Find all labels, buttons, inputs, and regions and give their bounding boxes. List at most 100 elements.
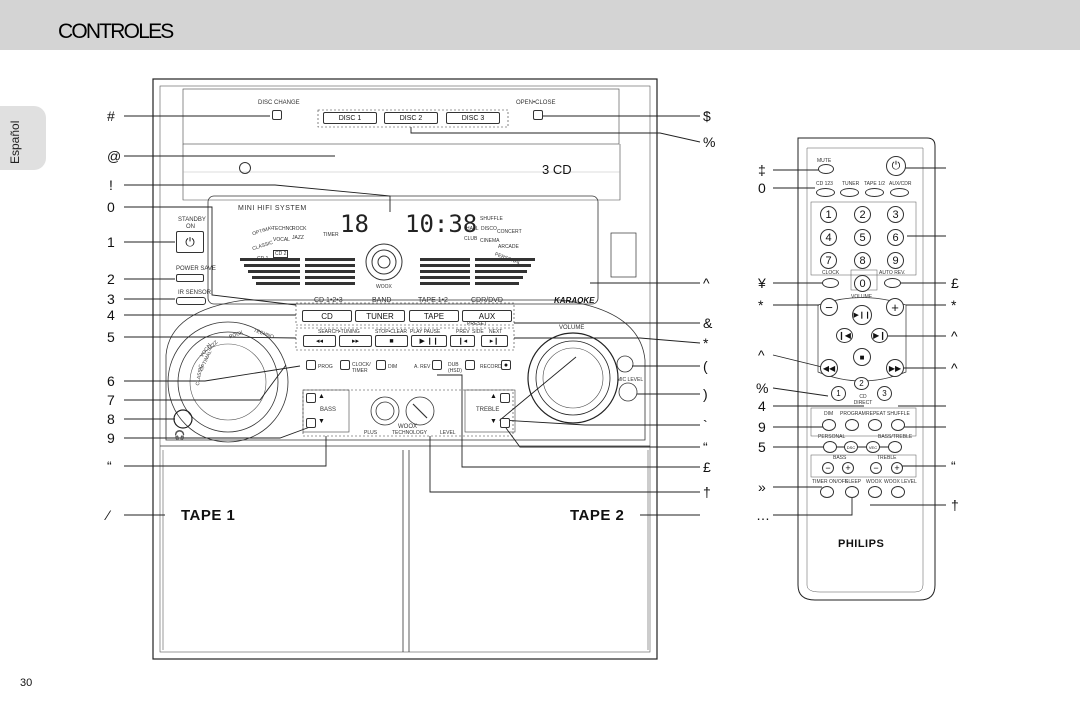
stop-icon: ■ bbox=[859, 352, 865, 362]
headphone-jack[interactable] bbox=[174, 410, 192, 428]
bass-up-button[interactable] bbox=[306, 393, 316, 403]
remote-digit-2[interactable]: 2 bbox=[854, 206, 871, 223]
remote-cd-3[interactable]: 3 bbox=[877, 386, 892, 401]
treble-up-button[interactable] bbox=[500, 393, 510, 403]
prev-button[interactable]: ❙◂ bbox=[450, 335, 475, 347]
aux-source-button[interactable]: AUX bbox=[462, 310, 512, 322]
remote-digit-7[interactable]: 7 bbox=[820, 252, 837, 269]
remote-mute-button[interactable] bbox=[818, 164, 834, 174]
remote-digit-6[interactable]: 6 bbox=[887, 229, 904, 246]
volume-label: VOLUME bbox=[559, 325, 585, 331]
callout-8: 8 bbox=[107, 411, 115, 427]
remote-repeat-button[interactable] bbox=[868, 419, 882, 431]
philips-logo: PHILIPS bbox=[838, 538, 885, 550]
remote-callout-percent: % bbox=[756, 380, 769, 396]
remote-sleep-button[interactable] bbox=[845, 486, 859, 498]
remote-digit-1[interactable]: 1 bbox=[820, 206, 837, 223]
remote-digit-4[interactable]: 4 bbox=[820, 229, 837, 246]
remote-aux-button[interactable] bbox=[890, 188, 909, 197]
next-button[interactable]: ▸❙ bbox=[481, 335, 508, 347]
mic-level-label: MIC LEVEL bbox=[617, 377, 644, 383]
remote-tuner-button[interactable] bbox=[840, 188, 859, 197]
disc1-button[interactable]: DISC 1 bbox=[323, 112, 377, 124]
remote-volume-down[interactable]: − bbox=[820, 298, 838, 316]
clock-timer-button[interactable] bbox=[340, 360, 350, 370]
remote-personal-button[interactable] bbox=[823, 441, 837, 453]
woox-label: WOOX bbox=[398, 424, 417, 430]
remote-bass-up[interactable]: + bbox=[842, 462, 854, 474]
remote-bass-label: BASS bbox=[833, 455, 847, 461]
remote-next[interactable]: ▶❙ bbox=[871, 328, 888, 343]
remote-clock-button[interactable] bbox=[822, 278, 839, 288]
stop-button[interactable]: ■ bbox=[375, 335, 408, 347]
remote-treble-down[interactable]: − bbox=[870, 462, 882, 474]
remote-woox-level-button[interactable] bbox=[891, 486, 905, 498]
fast-forward-button[interactable]: ▸▸ bbox=[339, 335, 372, 347]
dsc-jog-dial[interactable] bbox=[188, 342, 268, 422]
power-save-label: POWER SAVE bbox=[176, 266, 216, 272]
standby-on-button[interactable]: ⏻ bbox=[176, 231, 204, 253]
remote-standby-button[interactable]: ⏻ bbox=[886, 156, 906, 176]
a-rev-button[interactable] bbox=[432, 360, 442, 370]
disc3-button[interactable]: DISC 3 bbox=[446, 112, 500, 124]
remote-treble-up[interactable]: + bbox=[891, 462, 903, 474]
remote-timer-label: TIMER ON/OFF bbox=[812, 479, 848, 485]
remote-digit-0[interactable]: 0 bbox=[854, 275, 871, 292]
remote-rewind[interactable]: ◀◀ bbox=[820, 359, 838, 377]
remote-fast-forward[interactable]: ▶▶ bbox=[886, 359, 904, 377]
remote-digit-5[interactable]: 5 bbox=[854, 229, 871, 246]
cd-disc-icon bbox=[239, 162, 251, 174]
remote-stop[interactable]: ■ bbox=[853, 348, 871, 366]
mic-level-knob[interactable] bbox=[619, 385, 637, 403]
remote-digit-3[interactable]: 3 bbox=[887, 206, 904, 223]
remote-play-pause[interactable]: ▶❙❙ bbox=[852, 305, 872, 325]
remote-callout-raquo: » bbox=[758, 479, 766, 495]
power-save-button[interactable] bbox=[176, 274, 204, 282]
volume-knob[interactable] bbox=[555, 360, 591, 396]
remote-timer-button[interactable] bbox=[820, 486, 834, 498]
cd-source-button[interactable]: CD bbox=[302, 310, 352, 322]
open-close-button[interactable] bbox=[533, 110, 543, 120]
tape-source-button[interactable]: TAPE bbox=[409, 310, 459, 322]
remote-vec-button[interactable]: VEC bbox=[866, 441, 880, 453]
tape1-deck[interactable] bbox=[166, 452, 402, 648]
bass-up-icon: ▲ bbox=[318, 393, 325, 400]
tape2-deck[interactable] bbox=[411, 452, 647, 648]
record-button[interactable]: ● bbox=[501, 360, 511, 370]
woox-knob[interactable] bbox=[371, 397, 399, 425]
remote-dim-button[interactable] bbox=[822, 419, 836, 431]
mini-hifi-label: MINI HIFI SYSTEM bbox=[238, 205, 307, 212]
remote-digit-8[interactable]: 8 bbox=[854, 252, 871, 269]
remote-shuffle-label: SHUFFLE bbox=[887, 411, 910, 417]
remote-cd-1[interactable]: 1 bbox=[831, 386, 846, 401]
disc-change-button[interactable] bbox=[272, 110, 282, 120]
remote-cd-button[interactable] bbox=[816, 188, 835, 197]
disc2-button[interactable]: DISC 2 bbox=[384, 112, 438, 124]
remote-prev[interactable]: ❙◀ bbox=[836, 328, 853, 343]
bass-down-button[interactable] bbox=[306, 418, 316, 428]
dim-button[interactable] bbox=[376, 360, 386, 370]
remote-volume-up[interactable]: + bbox=[886, 298, 904, 316]
mic-jack[interactable] bbox=[617, 356, 633, 372]
rewind-button[interactable]: ◂◂ bbox=[303, 335, 336, 347]
play-pause-button[interactable]: ▶ ❙❙ bbox=[411, 335, 447, 347]
treble-down-button[interactable] bbox=[500, 418, 510, 428]
remote-bass-treble-button[interactable] bbox=[888, 441, 902, 453]
remote-shuffle-button[interactable] bbox=[891, 419, 905, 431]
remote-program-button[interactable] bbox=[845, 419, 859, 431]
remote-auto-rev-button[interactable] bbox=[884, 278, 901, 288]
dub-button[interactable] bbox=[465, 360, 475, 370]
remote-woox-button[interactable] bbox=[868, 486, 882, 498]
tuner-source-button[interactable]: TUNER bbox=[355, 310, 405, 322]
prog-button[interactable] bbox=[306, 360, 316, 370]
remote-tape-button[interactable] bbox=[865, 188, 884, 197]
display-jazz: JAZZ bbox=[292, 235, 304, 241]
treble-label: TREBLE bbox=[476, 407, 500, 413]
remote-dsc-button[interactable]: DSC bbox=[844, 441, 858, 453]
remote-cd-2[interactable]: 2 bbox=[854, 377, 869, 390]
remote-bass-down[interactable]: − bbox=[822, 462, 834, 474]
woox-level-knob[interactable] bbox=[406, 397, 434, 425]
remote-digit-9[interactable]: 9 bbox=[887, 252, 904, 269]
remote-callout-0: 0 bbox=[758, 180, 766, 196]
